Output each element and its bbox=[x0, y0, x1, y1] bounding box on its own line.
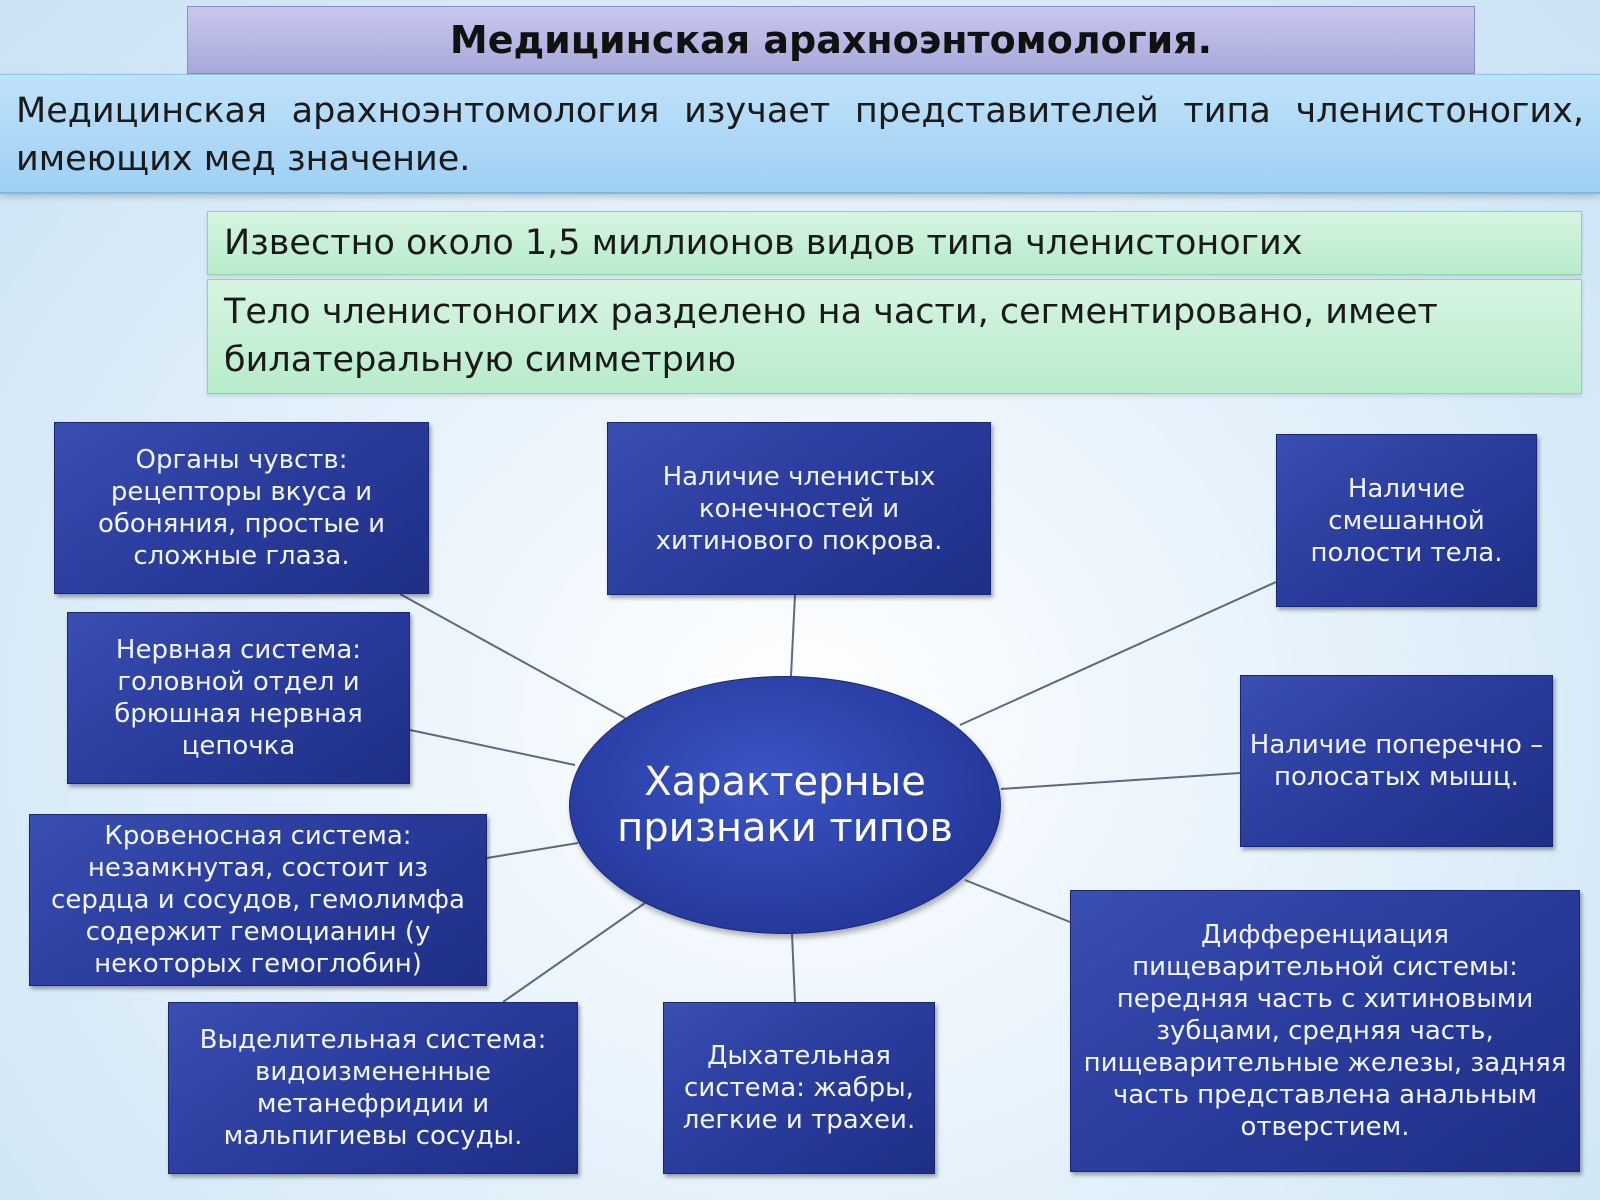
fact-species-count: Известно около 1,5 миллионов видов типа … bbox=[207, 211, 1582, 275]
connector-excretory bbox=[502, 902, 646, 1003]
central-ellipse: Характерные признаки типов bbox=[569, 676, 1001, 934]
connector-circulatory bbox=[486, 842, 579, 859]
connector-cavity bbox=[959, 581, 1277, 726]
connector-senses bbox=[399, 593, 626, 719]
node-digestive: Дифференциация пищеварительной системы: … bbox=[1070, 890, 1580, 1172]
page-title: Медицинская арахноэнтомология. bbox=[187, 6, 1475, 74]
node-muscles: Наличие поперечно – полосатых мышц. bbox=[1240, 675, 1553, 847]
connector-muscles bbox=[1000, 772, 1241, 790]
node-excretory: Выделительная система: видоизмененные ме… bbox=[168, 1002, 578, 1174]
node-limbs: Наличие членистых конечностей и хитиново… bbox=[607, 422, 991, 595]
node-nervous: Нервная система: головной отдел и брюшна… bbox=[67, 612, 410, 784]
fact-body-structure: Тело членистоногих разделено на части, с… bbox=[207, 279, 1582, 394]
connector-respiratory bbox=[791, 933, 796, 1003]
node-senses: Органы чувств: рецепторы вкуса и обоняни… bbox=[54, 422, 429, 594]
connector-limbs bbox=[790, 594, 796, 677]
node-circulatory: Кровеносная система: незамкнутая, состои… bbox=[29, 814, 487, 986]
node-cavity: Наличие смешанной полости тела. bbox=[1276, 434, 1537, 607]
intro-text: Медицинская арахноэнтомология изучает пр… bbox=[0, 74, 1600, 194]
node-respiratory: Дыхательная система: жабры, легкие и тра… bbox=[663, 1002, 935, 1174]
connector-digestive bbox=[964, 879, 1071, 923]
connector-nervous bbox=[409, 729, 576, 766]
